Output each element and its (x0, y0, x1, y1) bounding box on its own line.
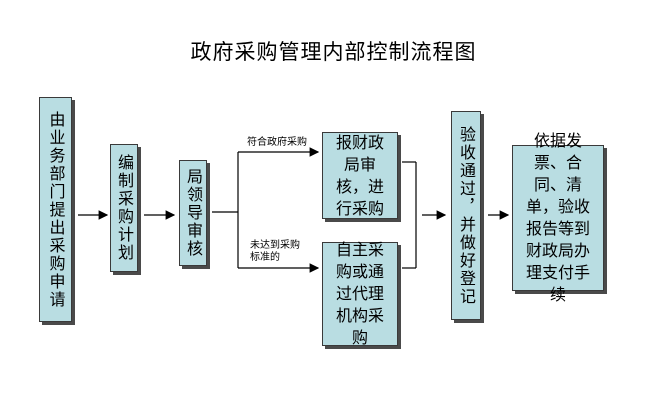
page-title: 政府采购管理内部控制流程图 (190, 40, 477, 64)
node-self-purchase: 自主采购或通过代理机构采购 (322, 240, 398, 347)
node-finance-review-text: 报财政局审核，进行采购 (335, 132, 384, 218)
edge-label-upper: 符合政府采购 (247, 137, 307, 148)
node-pay: 依据发票、合同、清单，验收报告等到财政局办理支付手续 (512, 131, 604, 304)
node-leader: 局领导审核 (179, 160, 207, 266)
edge-label-lower-line1: 未达到采购 (250, 240, 300, 251)
node-plan: 编制采购计划 (110, 144, 138, 272)
node-apply: 由业务部门提出采购申请 (39, 97, 72, 322)
node-pay-text: 依据发票、合同、清单，验收报告等到财政局办理支付手续 (525, 131, 590, 304)
edge-label-lower: 未达到采购 标准的 (250, 240, 300, 264)
node-self-purchase-text: 自主采购或通过代理机构采购 (335, 240, 384, 347)
node-finance-review: 报财政局审核，进行采购 (322, 132, 398, 219)
edge-label-lower-line2: 标准的 (250, 252, 280, 263)
node-accept: 验收通过，并做好登记 (451, 111, 481, 320)
